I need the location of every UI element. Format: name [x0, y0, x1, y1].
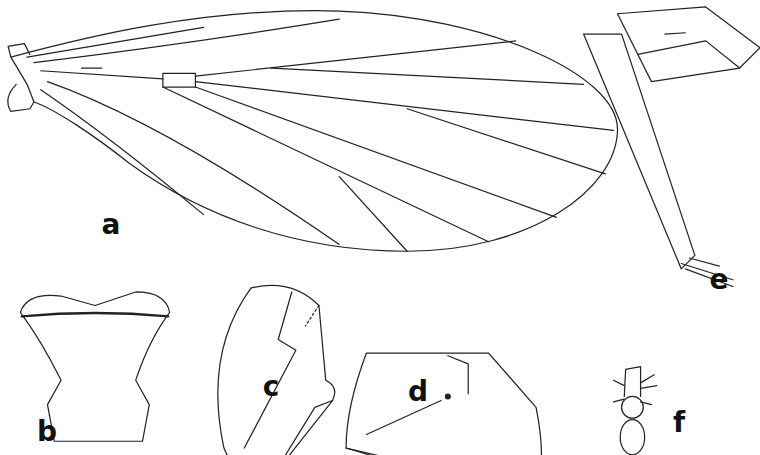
part-letter: b [37, 418, 57, 446]
antenna-drawing [613, 367, 656, 455]
mandible-drawing [218, 285, 335, 455]
part-letter: f [673, 409, 685, 437]
part-letter: a [102, 211, 121, 239]
part-letter: e [710, 266, 729, 294]
part-letter: c [263, 373, 280, 401]
part-letter: d [408, 378, 428, 406]
leg-drawing [584, 7, 760, 287]
maxilla-drawing [346, 353, 541, 455]
wing-drawing [8, 11, 618, 252]
